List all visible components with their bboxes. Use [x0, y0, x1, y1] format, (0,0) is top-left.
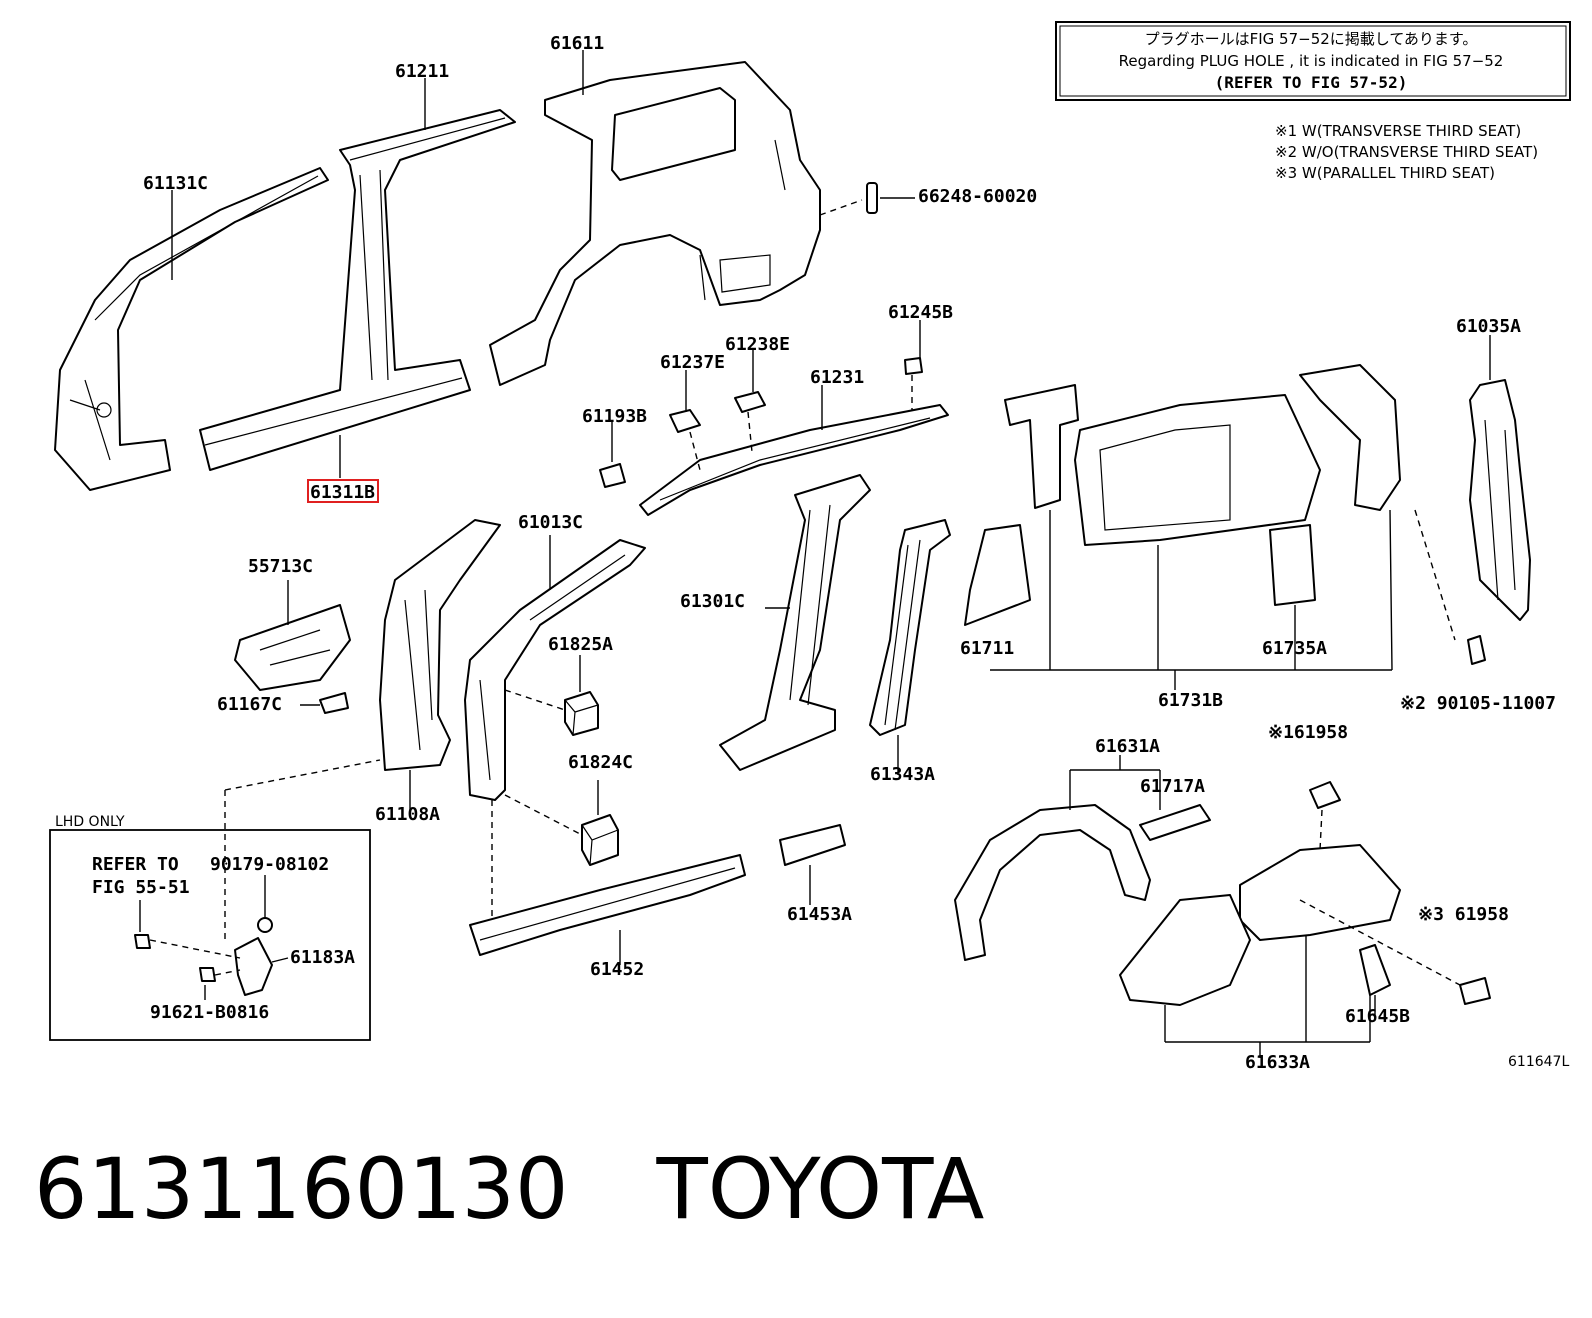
part-61824c-drawing: [504, 780, 619, 866]
part-61108a-drawing: [379, 519, 501, 810]
part-labels: 61611 61211 61131C 61311B 66248-60020 61…: [143, 33, 1569, 1073]
label-61211: 61211: [395, 61, 449, 82]
label-66248-60020: 66248-60020: [918, 186, 1037, 207]
label-61131c: 61131C: [143, 173, 208, 194]
lhd-refer-line1: REFER TO: [92, 854, 179, 875]
label-61238e: 61238E: [725, 334, 790, 355]
note-jp: プラグホールはFIG 57−52に掲載してあります。: [1145, 30, 1478, 48]
part-number: 6131160130: [34, 1140, 569, 1238]
part-61611-drawing: [489, 61, 821, 386]
label-61452: 61452: [590, 959, 644, 980]
label-61631a: 61631A: [1095, 736, 1160, 757]
label-61633a: 61633A: [1245, 1052, 1310, 1073]
label-91621-b0816: 91621-B0816: [150, 1002, 269, 1023]
label-61825a: 61825A: [548, 634, 613, 655]
part-61311b-drawing: [199, 109, 516, 471]
label-61958-3: ※3 61958: [1418, 904, 1509, 925]
label-90179-08102: 90179-08102: [210, 854, 329, 875]
label-61193b: 61193B: [582, 406, 647, 427]
label-61108a: 61108A: [375, 804, 440, 825]
label-61958-1: ※161958: [1268, 722, 1348, 743]
part-55713c-drawing: [234, 580, 351, 714]
label-61824c: 61824C: [568, 752, 633, 773]
legend-item: ※3 W(PARALLEL THIRD SEAT): [1275, 164, 1495, 182]
label-61731b: 61731B: [1158, 690, 1223, 711]
figure-code: 611647L: [1508, 1054, 1569, 1070]
legend-item: ※1 W(TRANSVERSE THIRD SEAT): [1275, 122, 1521, 140]
label-61167c: 61167C: [217, 694, 282, 715]
note-en: Regarding PLUG HOLE , it is indicated in…: [1119, 52, 1504, 70]
part-61035a-drawing: [1469, 379, 1531, 621]
note-ref: (REFER TO FIG 57-52): [1215, 73, 1408, 92]
part-61731b-drawing: [964, 364, 1486, 690]
leader-lines: [171, 50, 1491, 478]
label-61717a: 61717A: [1140, 776, 1205, 797]
label-61711: 61711: [960, 638, 1014, 659]
label-61035a: 61035A: [1456, 316, 1521, 337]
label-61453a: 61453A: [787, 904, 852, 925]
part-61301c-drawing: [719, 474, 871, 771]
lhd-only-box: LHD ONLY REFER TO FIG 55-51 90179-08102 …: [49, 759, 381, 1041]
part-61631a-drawing: [954, 755, 1211, 961]
small-brackets-drawing: [599, 357, 923, 488]
label-61735a: 61735A: [1262, 638, 1327, 659]
label-55713c: 55713C: [248, 556, 313, 577]
legend-item: ※2 W/O(TRANSVERSE THIRD SEAT): [1275, 143, 1538, 161]
part-61343a-drawing: [869, 519, 951, 775]
part-61452-drawing: [469, 800, 846, 965]
brand-name: TOYOTA: [656, 1140, 985, 1238]
label-61301c: 61301C: [680, 591, 745, 612]
lhd-refer-line2: FIG 55-51: [92, 877, 190, 898]
footer: 6131160130 TOYOTA: [34, 1140, 984, 1250]
label-61645b: 61645B: [1345, 1006, 1410, 1027]
part-61231-drawing: [639, 404, 949, 516]
label-61013c: 61013C: [518, 512, 583, 533]
label-61237e: 61237E: [660, 352, 725, 373]
label-61245b: 61245B: [888, 302, 953, 323]
part-61633a-drawing: [1119, 781, 1491, 1058]
label-90105-11007: ※2 90105-11007: [1400, 693, 1556, 714]
highlight-box: [307, 479, 379, 503]
part-61825a-drawing: [504, 655, 599, 736]
part-61013c-drawing: [464, 535, 646, 801]
label-61343a: 61343A: [870, 764, 935, 785]
plug-hole-note: プラグホールはFIG 57−52に掲載してあります。 Regarding PLU…: [1055, 21, 1571, 101]
seat-legend: ※1 W(TRANSVERSE THIRD SEAT) ※2 W/O(TRANS…: [1275, 122, 1538, 182]
lhd-title: LHD ONLY: [55, 814, 125, 830]
label-61183a: 61183A: [290, 947, 355, 968]
label-61611: 61611: [550, 33, 604, 54]
label-61231: 61231: [810, 367, 864, 388]
label-61311b: 61311B: [310, 482, 375, 503]
part-61131c-drawing: [54, 167, 329, 491]
parts-diagram: プラグホールはFIG 57−52に掲載してあります。 Regarding PLU…: [49, 21, 1571, 1073]
part-66248-drawing: [819, 182, 915, 216]
